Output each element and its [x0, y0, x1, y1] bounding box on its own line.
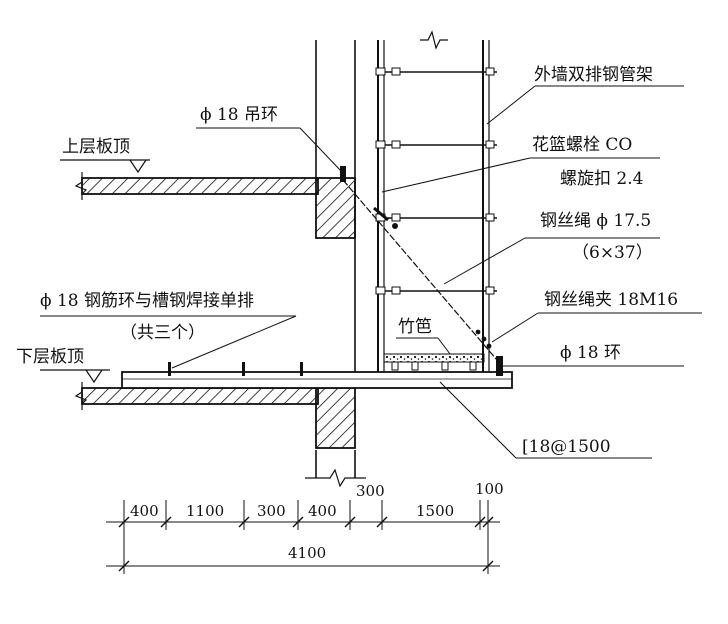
leader-lines	[40, 85, 702, 459]
label-wire-rope-1: 钢丝绳 ϕ 17.5	[540, 211, 651, 231]
label-steel-ring-2: （共三个）	[120, 323, 205, 343]
scaffold-ledgers	[375, 67, 497, 295]
label-wire-rope-clamp: 钢丝绳夹 18M16	[544, 290, 678, 310]
label-lower-floor-top: 下层板顶	[16, 347, 84, 367]
wire-rope	[342, 179, 498, 361]
bamboo-mat	[383, 353, 485, 363]
label-wire-rope-2: （6×37）	[572, 243, 653, 263]
dim-1500: 1500	[416, 502, 454, 520]
dim-400-b: 400	[308, 502, 337, 520]
dim-300-a: 300	[257, 502, 286, 520]
label-steel-ring-1: ϕ 18 钢筋环与槽钢焊接单排	[40, 291, 254, 311]
label-outer-wall-scaffold: 外墙双排钢管架	[534, 65, 653, 85]
dim-1100: 1100	[186, 502, 224, 520]
steel-pipe-scaffold	[375, 30, 497, 372]
label-channel-steel: [18@1500	[522, 437, 611, 457]
label-ring-18: ϕ 18 环	[560, 343, 621, 363]
channel-steel-beam	[121, 356, 513, 389]
label-upper-floor-top: 上层板顶	[62, 137, 130, 157]
dim-400-a: 400	[130, 502, 159, 520]
dim-100: 100	[475, 480, 504, 498]
dimension-lines	[106, 500, 500, 574]
dimension-values: 400 1100 300 400 300 1500 100 4100	[130, 480, 504, 562]
label-turnbuckle-1: 花篮螺栓 CO	[532, 135, 632, 155]
label-turnbuckle-2: 螺旋扣 2.4	[560, 169, 643, 189]
label-lifting-ring: ϕ 18 吊环	[200, 105, 278, 125]
dim-300-b: 300	[356, 482, 385, 500]
dim-total-4100: 4100	[288, 544, 326, 562]
labels: 上层板顶 ϕ 18 吊环 外墙双排钢管架 花篮螺栓 CO 螺旋扣 2.4 钢丝绳…	[16, 65, 678, 457]
label-bamboo-mat: 竹笆	[398, 317, 432, 337]
upper-slab	[60, 159, 356, 239]
